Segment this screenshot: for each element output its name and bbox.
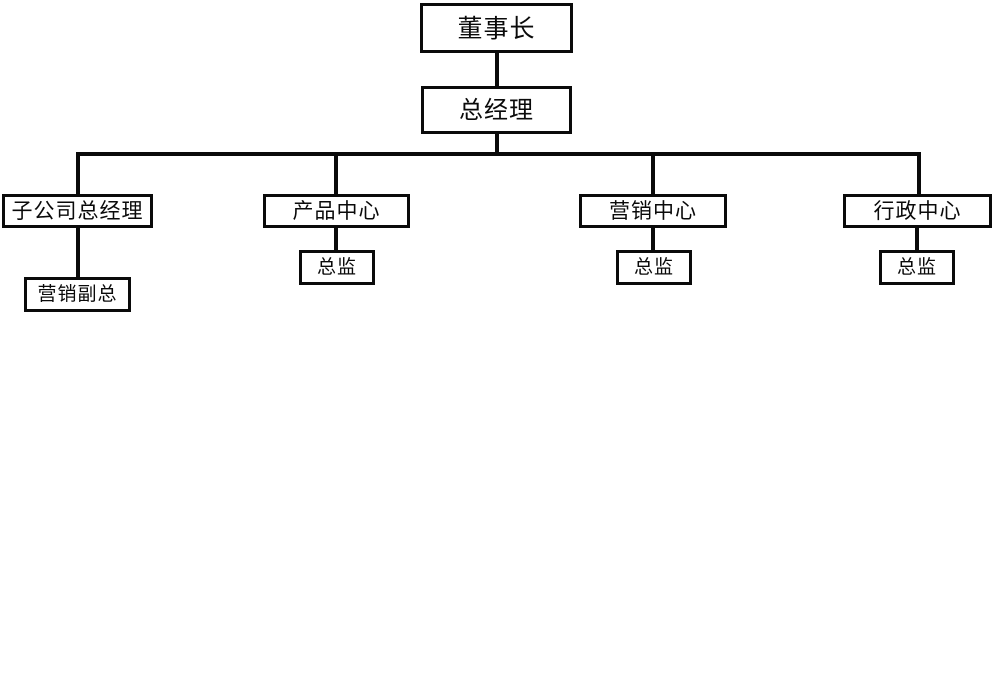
node-marketing-vp[interactable]: 营销副总 bbox=[24, 277, 131, 312]
node-marketing-director-label: 总监 bbox=[633, 256, 674, 278]
node-marketing-center[interactable]: 营销中心 bbox=[579, 194, 727, 228]
node-subsidiary-gm-label: 子公司总经理 bbox=[11, 198, 144, 223]
connector-gm-to-bus bbox=[495, 134, 499, 156]
node-general-manager[interactable]: 总经理 bbox=[421, 86, 572, 134]
connector-bus-to-product-center bbox=[334, 152, 338, 195]
connector-horizontal-bus bbox=[76, 152, 921, 156]
node-general-manager-label: 总经理 bbox=[459, 96, 534, 124]
node-product-director-label: 总监 bbox=[316, 256, 357, 278]
connector-product-center-to-director bbox=[334, 227, 338, 251]
connector-admin-center-to-director bbox=[915, 227, 919, 251]
node-admin-director-label: 总监 bbox=[896, 256, 937, 278]
connector-bus-to-marketing-center bbox=[651, 152, 655, 195]
node-admin-center[interactable]: 行政中心 bbox=[843, 194, 992, 228]
node-admin-center-label: 行政中心 bbox=[873, 198, 962, 223]
node-marketing-center-label: 营销中心 bbox=[609, 198, 697, 223]
node-product-director[interactable]: 总监 bbox=[299, 250, 375, 285]
node-subsidiary-gm[interactable]: 子公司总经理 bbox=[2, 194, 153, 228]
connector-chairman-to-gm bbox=[495, 52, 499, 86]
connector-subsidiary-gm-to-marketing-vp bbox=[76, 227, 80, 278]
connector-marketing-center-to-director bbox=[651, 227, 655, 251]
node-chairman[interactable]: 董事长 bbox=[420, 3, 573, 53]
connector-bus-to-admin-center bbox=[917, 152, 921, 195]
node-marketing-vp-label: 营销副总 bbox=[37, 283, 118, 305]
node-admin-director[interactable]: 总监 bbox=[879, 250, 955, 285]
node-product-center-label: 产品中心 bbox=[292, 198, 381, 223]
node-chairman-label: 董事长 bbox=[457, 13, 536, 43]
node-marketing-director[interactable]: 总监 bbox=[616, 250, 692, 285]
connector-bus-to-subsidiary-gm bbox=[76, 152, 80, 195]
node-product-center[interactable]: 产品中心 bbox=[263, 194, 410, 228]
